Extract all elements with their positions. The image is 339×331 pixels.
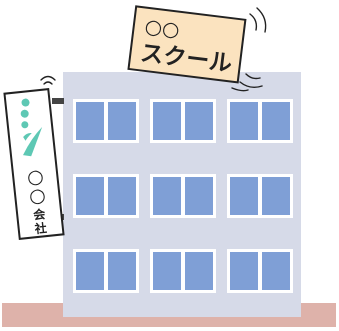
window: [73, 174, 139, 218]
wobble-marks-right: [231, 7, 267, 92]
wobble-marks-left: [40, 75, 56, 85]
company-sign: ○ ○ 会 社: [3, 88, 65, 240]
school-sign-line-1: ○○: [143, 14, 181, 42]
window: [73, 249, 139, 293]
company-sign-char-2: ○: [28, 184, 47, 208]
window: [73, 99, 139, 143]
window: [150, 249, 216, 293]
window: [227, 174, 293, 218]
window: [150, 99, 216, 143]
company-sign-char-4: 社: [33, 220, 48, 236]
window: [227, 99, 293, 143]
school-sign: ○○ スクール: [127, 5, 247, 84]
company-logo-icon: [20, 98, 43, 157]
window: [227, 249, 293, 293]
window: [150, 174, 216, 218]
company-sign-char-3: 会: [33, 206, 47, 222]
company-sign-char-1: ○: [26, 165, 45, 189]
windows: [73, 99, 293, 293]
